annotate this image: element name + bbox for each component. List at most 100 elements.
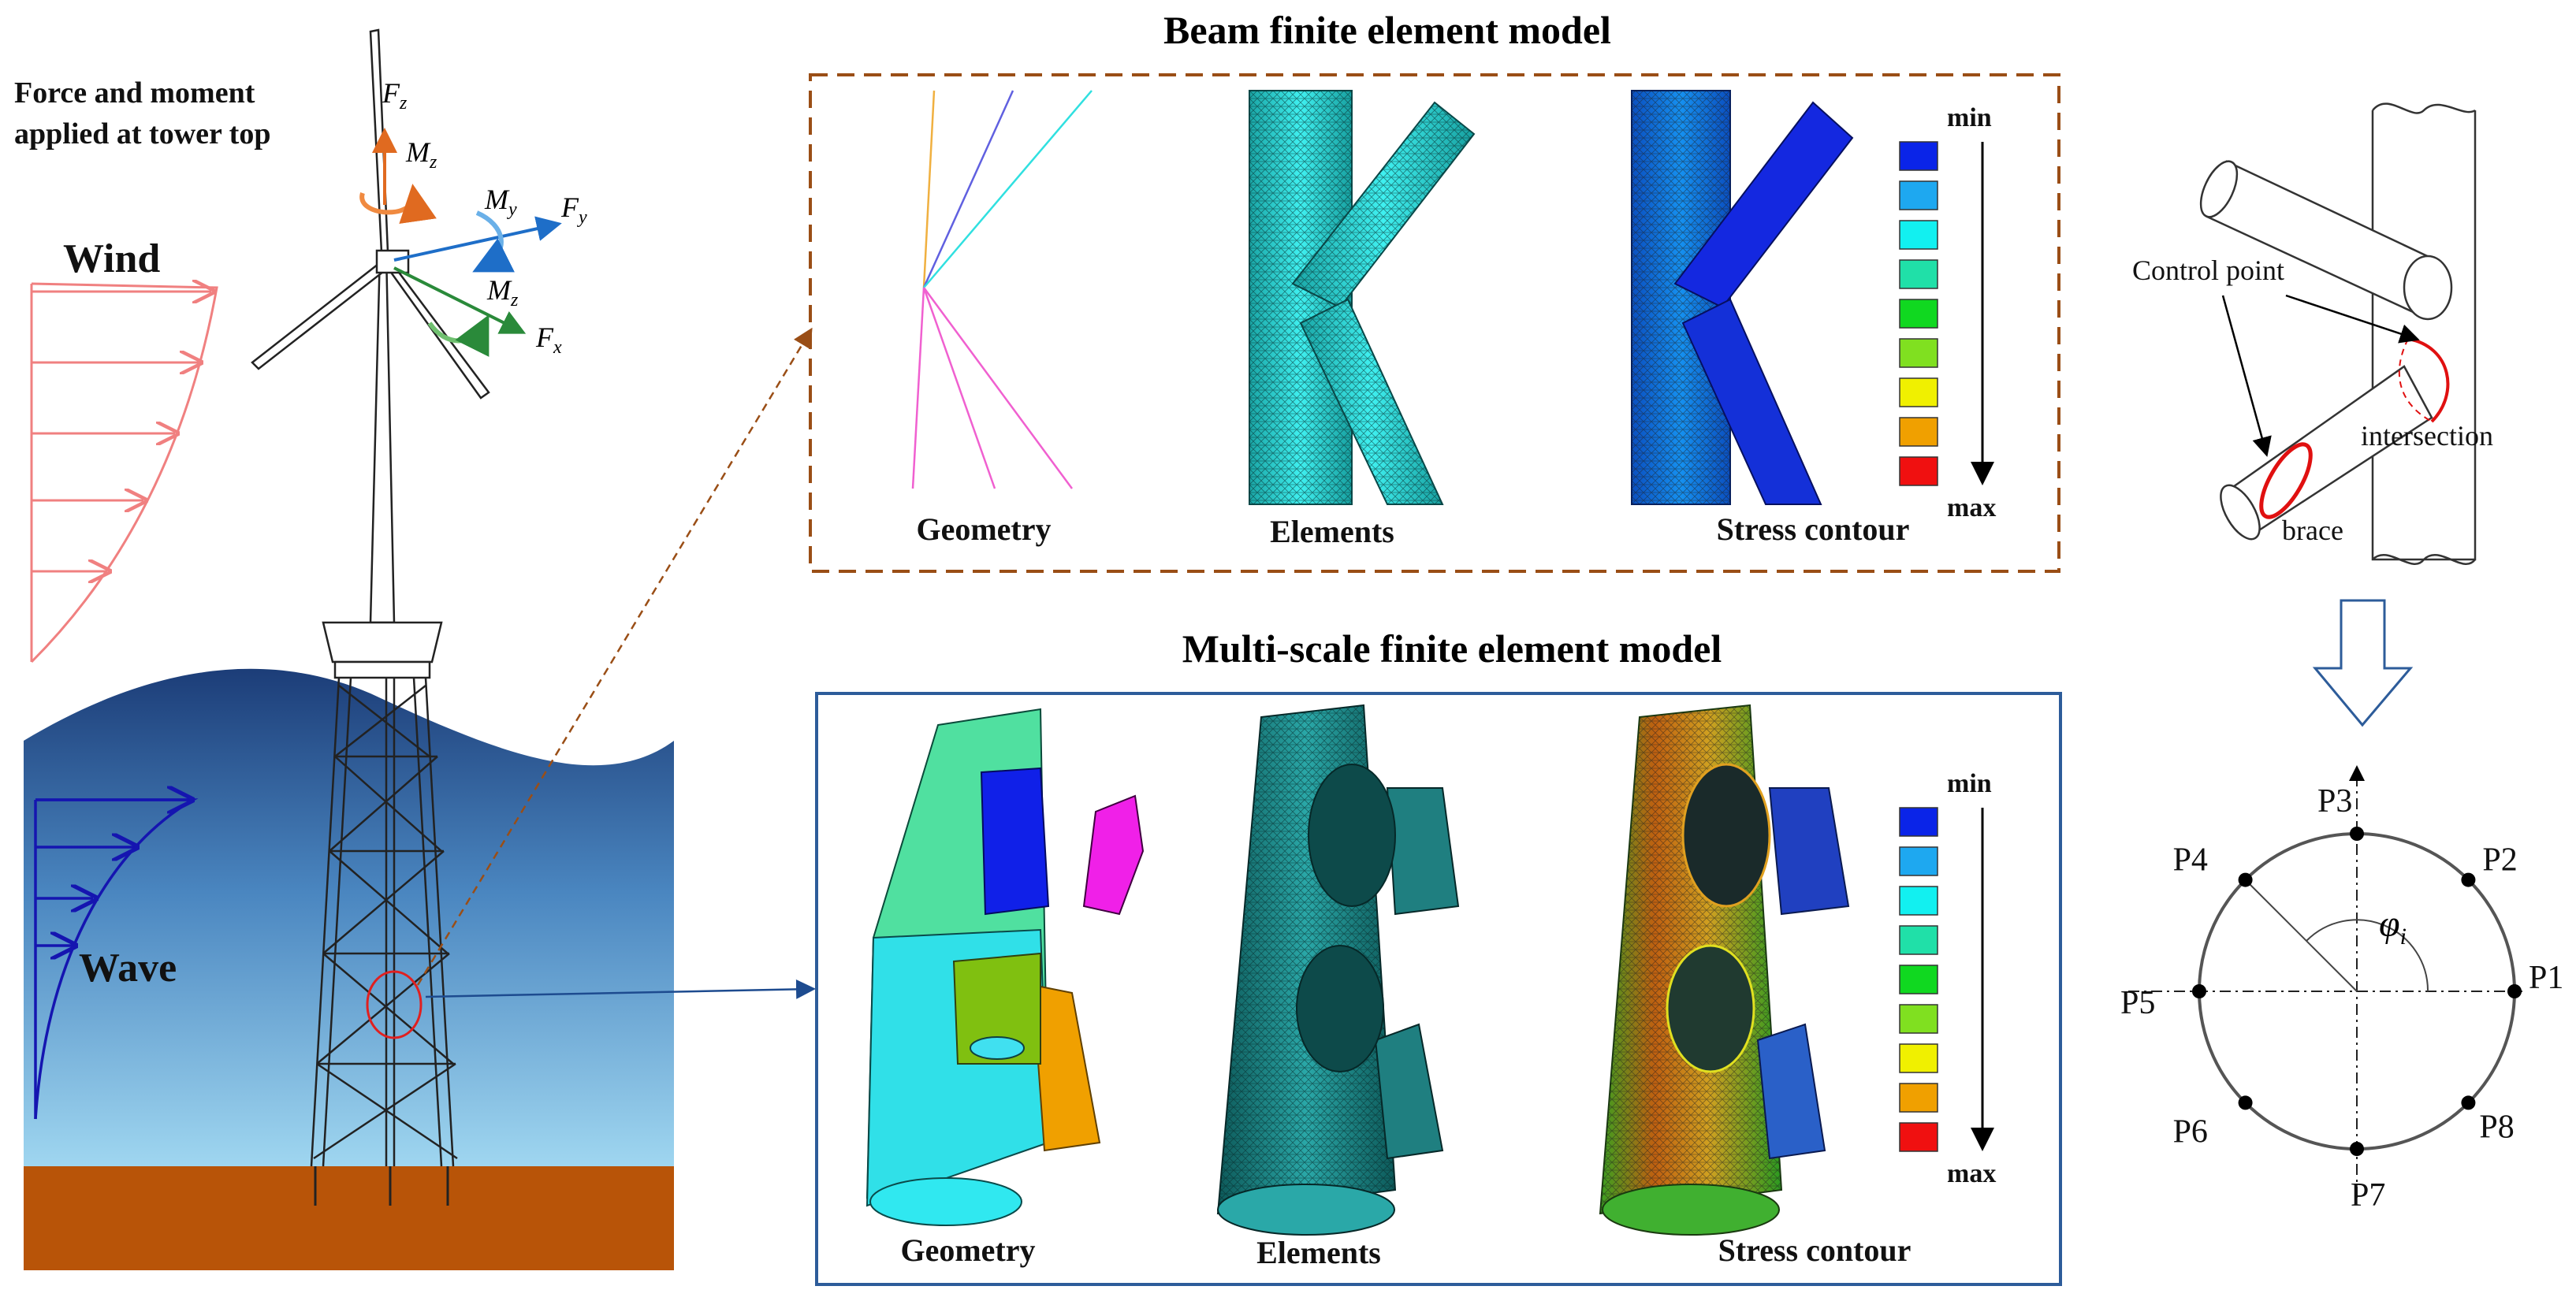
down-arrow [2312, 599, 2414, 727]
connector-to-beam [416, 327, 813, 986]
multiscale-geometry-view [865, 708, 1145, 1226]
brace-label: brace [2282, 515, 2343, 546]
beam-elements-label: Elements [1270, 514, 1394, 549]
joint-detail-annotations: Control point intersection brace [2132, 255, 2493, 546]
fx-arrow [393, 266, 527, 334]
angle-label: φi [2379, 903, 2407, 950]
multi-legend-max: max [1947, 1159, 1996, 1188]
multiscale-stress-legend: min max [1899, 769, 1996, 1188]
beam-legend-swatch-4 [1899, 259, 1938, 289]
multiscale-geometry-label: Geometry [900, 1232, 1035, 1268]
angle-arc [2306, 919, 2429, 992]
control-point-label: Control point [2132, 255, 2284, 286]
wave-profile [34, 800, 199, 1120]
nacelle [375, 249, 410, 274]
transition-piece [322, 621, 443, 664]
load-label-line2: applied at tower top [14, 117, 270, 151]
beam-geometry-lines [911, 90, 1093, 489]
sea-surface [24, 668, 674, 1166]
fy-label: Fy [560, 191, 587, 228]
my-label: My [484, 184, 517, 220]
control-point-marker-p2 [2461, 872, 2476, 887]
multiscale-model-title: Multi-scale finite element model [1182, 626, 1722, 671]
multi-legend-swatch-9 [1899, 1122, 1938, 1152]
multi-legend-swatch-5 [1899, 965, 1938, 994]
multiscale-model-panel: Multi-scale finite element model [815, 626, 2062, 1286]
control-point-label-p3: P3 [2317, 783, 2352, 820]
wind-label: Wind [63, 236, 160, 281]
multiscale-elements-label: Elements [1256, 1235, 1381, 1270]
multi-legend-min: min [1947, 769, 1992, 798]
multiscale-legend-swatches [1899, 807, 1938, 1152]
wave-label: Wave [79, 946, 177, 991]
beam-stress-view [1631, 90, 1854, 505]
multi-legend-swatch-1 [1899, 807, 1938, 837]
beam-model-frame [809, 73, 2060, 573]
chord-tube [2371, 110, 2477, 561]
control-point-label-p2: P2 [2482, 842, 2517, 879]
beam-legend-swatch-6 [1899, 338, 1938, 368]
control-point-marker-p4 [2238, 872, 2253, 887]
tower-shaft [369, 251, 396, 624]
radius-line [2245, 879, 2358, 992]
control-point-label-p4: P4 [2173, 842, 2208, 879]
blade-left [251, 262, 385, 370]
turbine-scene: Wind Wave Force and moment applied at to… [14, 28, 674, 1270]
control-point-marker-p3 [2350, 827, 2364, 841]
multi-legend-swatch-8 [1899, 1083, 1938, 1113]
fy-arrow [393, 216, 562, 262]
multi-legend-swatch-2 [1899, 846, 1938, 876]
beam-stress-label: Stress contour [1717, 511, 1910, 547]
control-point-label-p8: P8 [2479, 1109, 2514, 1145]
seabed [24, 1166, 674, 1270]
piles [314, 1166, 449, 1206]
control-point-label-p7: P7 [2351, 1177, 2385, 1214]
beam-legend-swatch-2 [1899, 180, 1938, 210]
beam-legend-swatch-3 [1899, 220, 1938, 250]
multi-legend-swatch-6 [1899, 1004, 1938, 1034]
control-point-label-p1: P1 [2529, 960, 2563, 996]
multiscale-elements-view [1216, 704, 1460, 1236]
control-point-marker-p5 [2192, 984, 2206, 998]
joint-detail [2199, 102, 2477, 565]
beam-legend-min: min [1947, 103, 1992, 132]
fx-label: Fx [535, 322, 562, 358]
control-point-marker-p8 [2461, 1095, 2476, 1110]
beam-elements-view [1249, 90, 1476, 505]
control-point-marker-p1 [2507, 984, 2522, 998]
beam-model-title: Beam finite element model [1163, 8, 1611, 52]
beam-legend-swatch-8 [1899, 417, 1938, 447]
beam-legend-swatch-5 [1899, 299, 1938, 329]
beam-stress-legend: min max [1899, 103, 1996, 522]
beam-legend-max: max [1947, 493, 1996, 522]
beam-legend-swatches [1899, 141, 1938, 486]
beam-legend-swatch-9 [1899, 456, 1938, 486]
wind-turbine [251, 28, 490, 679]
beam-legend-swatch-1 [1899, 141, 1938, 171]
beam-legend-swatch-7 [1899, 377, 1938, 407]
beam-geometry-label: Geometry [916, 511, 1051, 547]
jacket-structure [310, 677, 458, 1167]
control-point-label-p5: P5 [2120, 985, 2155, 1021]
multi-legend-swatch-3 [1899, 886, 1938, 916]
wind-profile [30, 284, 218, 664]
multiscale-stress-view [1599, 704, 1850, 1236]
multi-legend-swatch-7 [1899, 1043, 1938, 1073]
mz2-arrow [427, 314, 490, 357]
multiscale-model-frame [815, 692, 2062, 1286]
mz-top-label: Mz [405, 136, 437, 173]
load-label-line1: Force and moment [14, 76, 255, 110]
my-arrow [472, 210, 515, 273]
control-point-marker-p6 [2238, 1095, 2253, 1110]
control-point-label-p6: P6 [2173, 1113, 2208, 1150]
joint-highlight [366, 970, 423, 1039]
mz2-label: Mz [486, 274, 519, 310]
fz-label: Fz [382, 77, 408, 113]
intersection-label: intersection [2361, 420, 2493, 452]
mz-top-arrow [359, 184, 437, 224]
multiscale-stress-label: Stress contour [1718, 1232, 1912, 1268]
control-point-marker-p7 [2350, 1142, 2364, 1156]
multi-legend-swatch-4 [1899, 925, 1938, 955]
